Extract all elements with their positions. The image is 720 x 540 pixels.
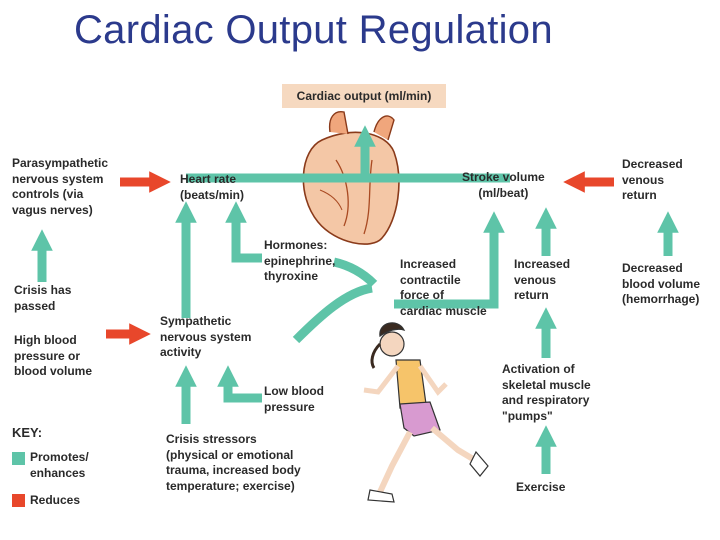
arrow-sympathetic-to-contractile xyxy=(292,283,373,344)
arrow-hormones-to-hr xyxy=(225,201,262,263)
heart-illustration xyxy=(302,111,400,245)
arrow-contractile-to-sv xyxy=(394,211,505,309)
arrow-lowbp-to-sympathetic xyxy=(217,365,262,403)
page-title: Cardiac Output Regulation xyxy=(74,8,553,52)
heart-rate-label: Heart rate(beats/min) xyxy=(180,172,245,202)
key-heading: KEY: xyxy=(12,425,43,440)
runner-illustration xyxy=(363,322,489,503)
key-promotes-label: Promotes/enhances xyxy=(30,450,89,480)
hormones-label: Hormones:epinephrine, thyroxine xyxy=(264,238,336,283)
exercise-label: Exercise xyxy=(516,480,566,494)
key-promotes-swatch xyxy=(12,452,25,465)
key-reduces-swatch xyxy=(12,494,25,507)
cardiac-output-box: Cardiac output (ml/min) xyxy=(282,84,446,108)
crisis-stressors-label: Crisis stressors(physical or emotional t… xyxy=(166,432,301,493)
key-reduces-label: Reduces xyxy=(30,493,81,507)
arrow-hormones-to-contractile xyxy=(332,257,378,288)
stroke-volume-label: Stroke volume(ml/beat) xyxy=(462,170,545,200)
